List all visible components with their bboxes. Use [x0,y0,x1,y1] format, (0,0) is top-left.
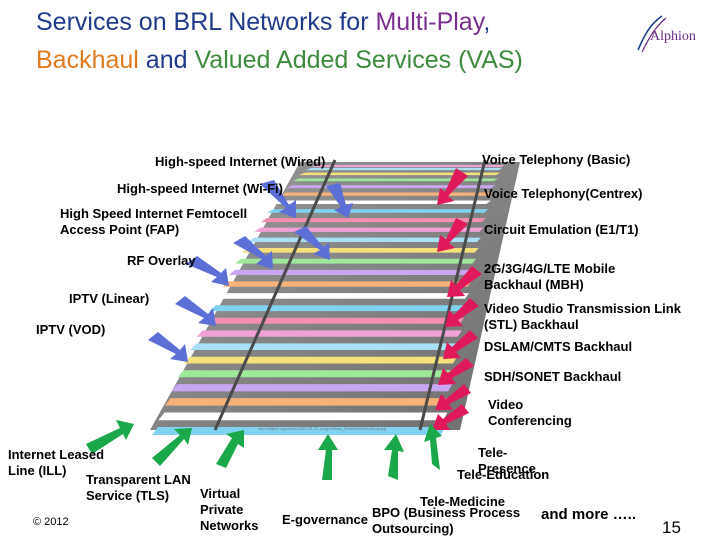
label-tele-education: Tele-Education [457,467,550,482]
arrow-icon [148,332,188,362]
arrow-icon [175,296,216,326]
railway-sleeper [280,192,493,196]
label-tele-presence: Tele-Presence [478,445,536,476]
railway-sleeper [152,427,445,435]
railway-sleeper [235,258,477,264]
railway-sleeper [312,165,505,167]
alphion-logo-text: Alphion [650,29,696,44]
arrow-icon [424,424,442,470]
label-transparent-lan: Transparent LAN Service (TLS) [86,472,191,503]
railway-sleeper [177,370,455,378]
railway-sleeper [228,269,474,276]
title-multiplay: Multi-Play [375,8,484,36]
label-virtual-private-networks: Virtual Private Networks [200,486,259,533]
arrow-icon [186,256,229,286]
railway-sleeper [273,200,491,204]
label-video-conferencing: Video Conferencing [488,397,572,428]
label-tele-medicine: Tele-Medicine [420,494,506,509]
railway-sleeper [299,172,501,176]
alphion-logo-mark [637,15,667,53]
railway-sleeper [267,209,489,213]
railway-sleeper [203,317,465,324]
arrow-icon [445,298,479,327]
label-rf-overlay: RF Overlay [127,253,196,268]
title-comma: , [483,8,491,36]
arrow-icon [437,168,468,205]
label-iptv-vod: IPTV (VOD) [36,322,106,337]
railway-sleeper [216,293,469,299]
label-and-more: and more ….. [541,506,637,523]
railway-sleeper [158,412,448,421]
arrow-icon [432,404,469,430]
railway-sleeper [260,218,486,223]
page-number: 15 [662,518,681,537]
title-vas: Valued Added Services (VAS) [194,46,523,74]
label-internet-leased-line: Internet Leased Line (ILL) [8,447,105,478]
label-femtocell: High Speed Internet Femtocell Access Poi… [60,206,248,237]
label-mobile-backhaul: 2G/3G/4G/LTE Mobile Backhaul (MBH) [484,261,616,292]
arrow-icon [443,330,478,359]
arrow-icon [384,434,404,480]
copyright: © 2012 [33,516,69,528]
label-highspeed-wired: High-speed Internet (Wired) [155,154,326,169]
blue-arrow-group [148,180,353,362]
railway-sleeper [222,281,472,287]
railway-sleeper [209,305,467,312]
slide-title-line2: Backhaul and Valued Added Services (VAS) [36,45,523,75]
label-iptv-linear: IPTV (Linear) [69,291,150,306]
arrow-icon [438,358,474,385]
label-video-studio-stl: Video Studio Transmission Link (STL) Bac… [484,301,681,332]
label-bpo: BPO (Business Process Outsourcing) [372,505,521,536]
red-arrow-group [432,168,482,430]
arrow-icon [233,236,273,269]
railway-sleeper [196,330,462,337]
arrow-icon [152,428,192,466]
arrow-icon [318,434,338,480]
arrow-icon [435,384,471,410]
title-and: and [138,46,195,74]
railway-sleeper [241,248,479,253]
railway-sleeper [164,398,450,406]
railway-sleeper [286,185,496,189]
title-part: Services on BRL Networks for [36,8,376,36]
railway-sleeper [292,178,498,182]
image-credit: http://digital.org/photo/2003-09-23_long… [258,426,386,431]
railway-sleeper [171,384,453,392]
title-backhaul: Backhaul [36,46,139,74]
railway-sleeper [184,356,457,364]
label-e-governance: E-governance [282,512,368,527]
railway-sleeper [305,167,503,171]
label-circuit-emulation: Circuit Emulation (E1/T1) [484,222,639,237]
arrow-icon [260,180,296,218]
label-dslam-cmts: DSLAM/CMTS Backhaul [484,339,633,354]
slide-title-line1: Services on BRL Networks for Multi-Play, [36,7,490,37]
green-arrow-group [86,420,442,480]
arrow-icon [294,226,330,260]
label-sdh-sonet: SDH/SONET Backhaul [484,369,622,384]
label-voice-basic: Voice Telephony (Basic) [482,152,631,167]
arrow-icon [447,266,482,297]
arrow-icon [216,430,244,468]
railway-sleeper [254,227,484,232]
railway-sleeper [190,343,460,350]
label-voice-centrex: Voice Telephony(Centrex) [484,186,643,201]
arrow-icon [326,183,353,218]
arrow-icon [86,420,134,454]
label-highspeed-wifi: High-speed Internet (Wi-Fi) [117,181,283,196]
arrow-icon [437,218,468,252]
